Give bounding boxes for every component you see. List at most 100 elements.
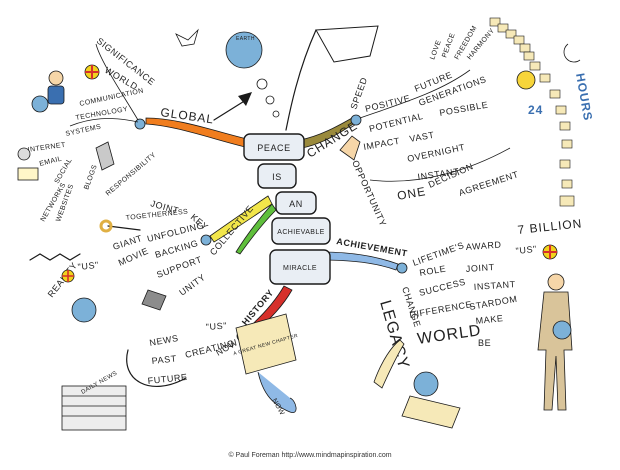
staircase-drawing xyxy=(489,17,575,207)
thought-bubble-3 xyxy=(272,110,280,118)
man-body-icon xyxy=(537,291,573,411)
man-globe-icon xyxy=(552,320,572,340)
change-possible: POSSIBLE xyxy=(439,100,489,118)
change-one: ONE xyxy=(396,184,427,203)
change-love: LOVE xyxy=(429,39,443,60)
achievement-award: AWARD xyxy=(465,240,501,252)
history-branch-group: HISTORY NOW CREATING "US" NEWS PAST FUTU… xyxy=(61,287,299,431)
internet-e-icon xyxy=(31,95,49,113)
global-internet: INTERNET xyxy=(27,142,66,154)
achievement-instant: INSTANT xyxy=(473,279,516,292)
history-book xyxy=(235,313,297,375)
person-head-icon xyxy=(48,70,64,86)
person-body-icon xyxy=(47,85,65,105)
achievement-be: BE xyxy=(478,338,491,348)
center-box-miracle xyxy=(269,249,331,285)
branch-collective xyxy=(209,195,273,243)
global-line-significance xyxy=(95,43,139,121)
center-word-an: AN xyxy=(289,199,303,209)
achievement-billion: 7 BILLION xyxy=(517,216,583,237)
peace-hand-icon xyxy=(339,135,361,161)
achievement-world: WORLD xyxy=(416,322,482,348)
global-branch-group: GLOBAL SIGNIFICANCE WORLD TECHNOLOGY COM… xyxy=(17,36,252,223)
change-positive: POSITIVE xyxy=(364,93,411,114)
email-envelope-icon xyxy=(17,167,39,181)
center-box-peace xyxy=(243,133,305,161)
achievement-role: ROLE xyxy=(419,263,447,278)
collective-togetherness: TOGETHERNESS xyxy=(125,208,188,222)
center-word-miracle: MIRACLE xyxy=(283,265,317,272)
branch-collective-green xyxy=(235,203,277,255)
collective-us: "US" xyxy=(77,260,99,272)
earth-bubble-label: EARTH xyxy=(236,36,255,42)
target-achievement-cross-icon xyxy=(543,245,557,259)
center-stack: PEACE IS AN ACHIEVABLE MIRACLE xyxy=(243,133,331,285)
center-box-achievable xyxy=(271,217,331,245)
moon-icon xyxy=(563,43,581,63)
target-cross-icon xyxy=(85,65,99,79)
earth-achievement-icon xyxy=(413,371,439,397)
collective-reality: REALITY xyxy=(46,260,80,299)
change-potential: POTENTIAL xyxy=(368,111,424,134)
history-future: FUTURE xyxy=(147,372,188,386)
target-small-cross-icon xyxy=(62,270,74,282)
key-icon xyxy=(107,225,141,231)
change-vast: VAST xyxy=(409,130,436,144)
history-past: PAST xyxy=(151,353,177,366)
earth-small-icon xyxy=(71,297,97,323)
credit-line: © Paul Foreman http://www.mindmapinspira… xyxy=(228,452,392,459)
history-curve-arrow xyxy=(126,349,187,388)
change-hours: HOURS xyxy=(573,72,595,122)
change-overnight: OVERNIGHT xyxy=(406,142,466,164)
sun-icon xyxy=(516,70,536,90)
branch-global xyxy=(145,117,261,151)
change-hours-number: 24 xyxy=(528,103,543,117)
center-word-peace: PEACE xyxy=(257,143,291,153)
achievement-make: MAKE xyxy=(475,313,504,326)
history-us: "US" xyxy=(205,321,227,332)
key-ring-icon xyxy=(99,219,113,233)
achievement-node-globe xyxy=(396,262,408,274)
collective-unity: UNITY xyxy=(177,272,207,298)
global-node-globe xyxy=(134,118,146,130)
global-arrow xyxy=(213,99,247,121)
achievement-success: SUCCESS xyxy=(418,277,467,298)
achievement-branch-group: ACHIEVEMENT LIFETIME'S AWARD 7 BILLION "… xyxy=(336,216,583,429)
global-communication: COMMUNICATION xyxy=(79,88,144,108)
rocket-icon xyxy=(373,339,405,389)
projector-icon xyxy=(141,289,167,311)
global-blogs: BLOGS xyxy=(83,164,99,191)
collective-main-label: COLLECTIVE xyxy=(208,203,256,257)
branch-achievement xyxy=(321,251,399,271)
achievement-us: "US" xyxy=(515,244,537,256)
people-chain-icon xyxy=(29,253,81,261)
thought-bubble-2 xyxy=(265,95,275,105)
global-arrow-head xyxy=(238,92,252,106)
flag xyxy=(315,25,379,63)
history-news: NEWS xyxy=(149,333,180,348)
global-line-technology xyxy=(69,118,139,127)
dove-icon xyxy=(175,28,199,47)
scroll-icon xyxy=(401,395,461,429)
thought-bubble-1 xyxy=(256,78,268,90)
center-word-achievable: ACHIEVABLE xyxy=(277,229,324,236)
collective-node-globe xyxy=(200,234,212,246)
change-line-decision xyxy=(369,147,511,182)
change-opportunity: OPPORTUNITY xyxy=(350,159,388,228)
cd-icon xyxy=(17,147,31,161)
center-box-an xyxy=(275,191,317,215)
achievement-stardom: STARDOM xyxy=(469,294,519,312)
phone-icon xyxy=(95,141,115,171)
man-head-icon xyxy=(547,273,565,291)
change-impact: IMPACT xyxy=(363,136,401,152)
change-node-globe xyxy=(350,114,362,126)
history-creating: CREATING xyxy=(184,338,236,360)
history-ribbon xyxy=(257,371,297,414)
global-email: EMAIL xyxy=(39,156,63,168)
center-word-is: IS xyxy=(272,172,282,182)
center-box-is xyxy=(257,163,297,189)
newspaper-lines xyxy=(62,395,126,417)
branch-flag-pole xyxy=(285,29,317,131)
